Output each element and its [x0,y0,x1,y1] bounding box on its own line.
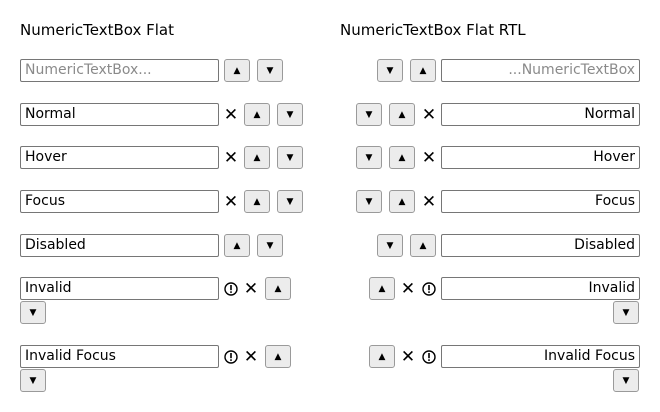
arrow-up-icon: ▲ [419,65,427,76]
ltr-invalid-decrement-button[interactable]: ▼ [20,301,46,324]
rtl-section-title: NumericTextBox Flat RTL [340,21,526,39]
rtl-invalid-clear-button[interactable]: ✕ [398,277,418,300]
arrow-up-icon: ▲ [233,240,241,251]
rtl-disabled-decrement-button: ▼ [377,234,403,257]
rtl-invalid-focus-decrement-button[interactable]: ▼ [613,369,639,392]
rtl-focus-increment-button[interactable]: ▲ [389,190,415,213]
clear-icon: ✕ [243,278,259,299]
ltr-invalid-focus-input[interactable]: Invalid Focus [20,345,219,368]
clear-icon: ✕ [223,147,239,168]
warning-icon [223,345,239,368]
rtl-normal-input[interactable]: Normal [441,103,640,126]
arrow-up-icon: ▲ [398,152,406,163]
arrow-up-icon: ▲ [274,283,282,294]
arrow-up-icon: ▲ [233,65,241,76]
rtl-invalid-focus-input[interactable]: Invalid Focus [441,345,640,368]
clear-icon: ✕ [223,104,239,125]
ltr-hover-decrement-button[interactable]: ▼ [277,146,303,169]
clear-icon: ✕ [421,147,437,168]
rtl-hover-clear-button[interactable]: ✕ [419,146,439,169]
arrow-down-icon: ▼ [365,109,373,120]
ltr-disabled-input: Disabled [20,234,219,257]
arrow-down-icon: ▼ [286,152,294,163]
ltr-invalid-focus-clear-button[interactable]: ✕ [241,345,261,368]
ltr-normal-input[interactable]: Normal [20,103,219,126]
rtl-disabled-increment-button: ▲ [410,234,436,257]
rtl-hover-input[interactable]: Hover [441,146,640,169]
arrow-up-icon: ▲ [378,283,386,294]
clear-icon: ✕ [400,278,416,299]
rtl-hover-decrement-button[interactable]: ▼ [356,146,382,169]
ltr-placeholder-input[interactable]: NumericTextBox... [20,59,219,82]
arrow-up-icon: ▲ [378,351,386,362]
rtl-focus-decrement-button[interactable]: ▼ [356,190,382,213]
ltr-normal-decrement-button[interactable]: ▼ [277,103,303,126]
rtl-normal-clear-button[interactable]: ✕ [419,103,439,126]
arrow-down-icon: ▼ [266,240,274,251]
ltr-section-title: NumericTextBox Flat [20,21,175,39]
arrow-up-icon: ▲ [274,351,282,362]
ltr-hover-increment-button[interactable]: ▲ [244,146,270,169]
arrow-up-icon: ▲ [253,196,261,207]
rtl-invalid-input[interactable]: Invalid [441,277,640,300]
arrow-up-icon: ▲ [398,109,406,120]
arrow-down-icon: ▼ [386,65,394,76]
ltr-invalid-focus-decrement-button[interactable]: ▼ [20,369,46,392]
ltr-focus-input[interactable]: Focus [20,190,219,213]
rtl-invalid-increment-button[interactable]: ▲ [369,277,395,300]
clear-icon: ✕ [421,191,437,212]
ltr-placeholder-decrement-button[interactable]: ▼ [257,59,283,82]
ltr-placeholder-increment-button[interactable]: ▲ [224,59,250,82]
ltr-invalid-increment-button[interactable]: ▲ [265,277,291,300]
ltr-focus-increment-button[interactable]: ▲ [244,190,270,213]
ltr-invalid-input[interactable]: Invalid [20,277,219,300]
clear-icon: ✕ [421,104,437,125]
arrow-down-icon: ▼ [386,240,394,251]
arrow-down-icon: ▼ [622,307,630,318]
ltr-hover-input[interactable]: Hover [20,146,219,169]
rtl-placeholder-increment-button[interactable]: ▲ [410,59,436,82]
arrow-down-icon: ▼ [29,307,37,318]
arrow-up-icon: ▲ [398,196,406,207]
ltr-normal-clear-button[interactable]: ✕ [221,103,241,126]
ltr-disabled-increment-button: ▲ [224,234,250,257]
rtl-hover-increment-button[interactable]: ▲ [389,146,415,169]
arrow-down-icon: ▼ [622,375,630,386]
arrow-up-icon: ▲ [253,109,261,120]
ltr-invalid-focus-increment-button[interactable]: ▲ [265,345,291,368]
rtl-focus-input[interactable]: Focus [441,190,640,213]
arrow-up-icon: ▲ [419,240,427,251]
rtl-placeholder-input[interactable]: ...NumericTextBox [441,59,640,82]
ltr-normal-increment-button[interactable]: ▲ [244,103,270,126]
arrow-up-icon: ▲ [253,152,261,163]
rtl-normal-decrement-button[interactable]: ▼ [356,103,382,126]
rtl-invalid-decrement-button[interactable]: ▼ [613,301,639,324]
clear-icon: ✕ [243,346,259,367]
warning-icon [223,277,239,300]
warning-icon [421,277,437,300]
rtl-disabled-input: Disabled [441,234,640,257]
ltr-invalid-clear-button[interactable]: ✕ [241,277,261,300]
rtl-normal-increment-button[interactable]: ▲ [389,103,415,126]
rtl-focus-clear-button[interactable]: ✕ [419,190,439,213]
arrow-down-icon: ▼ [365,152,373,163]
ltr-focus-decrement-button[interactable]: ▼ [277,190,303,213]
clear-icon: ✕ [400,346,416,367]
arrow-down-icon: ▼ [29,375,37,386]
clear-icon: ✕ [223,191,239,212]
rtl-placeholder-decrement-button[interactable]: ▼ [377,59,403,82]
ltr-hover-clear-button[interactable]: ✕ [221,146,241,169]
arrow-down-icon: ▼ [286,109,294,120]
rtl-invalid-focus-clear-button[interactable]: ✕ [398,345,418,368]
warning-icon [421,345,437,368]
arrow-down-icon: ▼ [286,196,294,207]
rtl-invalid-focus-increment-button[interactable]: ▲ [369,345,395,368]
ltr-focus-clear-button[interactable]: ✕ [221,190,241,213]
ltr-disabled-decrement-button: ▼ [257,234,283,257]
arrow-down-icon: ▼ [266,65,274,76]
arrow-down-icon: ▼ [365,196,373,207]
